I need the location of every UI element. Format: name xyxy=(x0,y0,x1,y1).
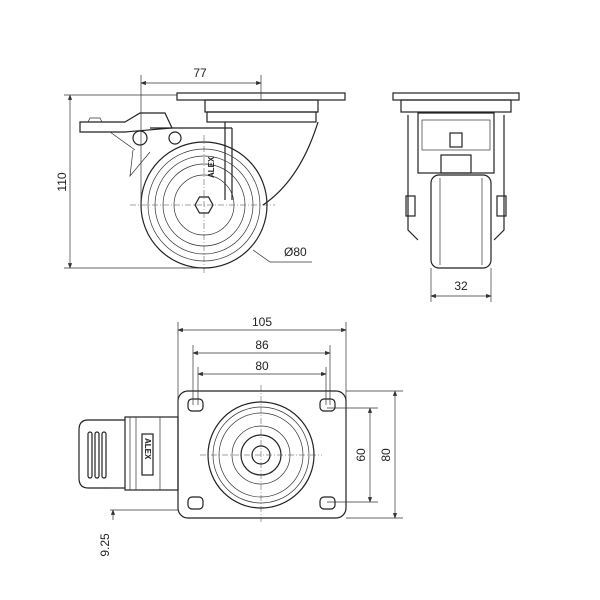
mounting-holes xyxy=(187,398,336,510)
dim-label: 32 xyxy=(454,279,468,293)
dim-label: 9.25 xyxy=(98,533,112,557)
dimension-9-25: 9.25 xyxy=(98,487,178,557)
dimension-60: 60 xyxy=(327,407,378,503)
wheel-side xyxy=(130,135,275,275)
dimension-105: 105 xyxy=(177,315,347,440)
dimension-80-vertical: 80 xyxy=(346,390,403,519)
logo-text: ALEX xyxy=(207,156,216,178)
dim-label: 60 xyxy=(354,448,368,462)
top-view: ALEX 105 86 80 60 80 9.25 xyxy=(78,315,403,557)
side-view: ALEX 77 110 Ø80 xyxy=(55,66,346,275)
logo-text: ALEX xyxy=(143,438,152,460)
axle-nut xyxy=(496,195,507,217)
dim-label: Ø80 xyxy=(284,245,307,259)
dim-label: 105 xyxy=(252,315,272,329)
axle-nut xyxy=(405,195,416,217)
dim-label: 80 xyxy=(379,448,393,462)
front-view: 32 xyxy=(392,92,520,302)
dimension-diameter: Ø80 xyxy=(252,245,312,263)
dim-label: 110 xyxy=(55,172,69,191)
dimension-86: 86 xyxy=(192,338,331,405)
dimension-77: 77 xyxy=(140,66,262,205)
wheel-front xyxy=(430,174,492,269)
dimension-80-horizontal: 80 xyxy=(197,359,327,405)
dimension-32: 32 xyxy=(430,268,492,302)
dim-label: 77 xyxy=(193,66,207,80)
brake-pedal: ALEX xyxy=(78,416,179,491)
dim-label: 80 xyxy=(255,359,269,373)
dim-label: 86 xyxy=(255,338,269,352)
brake-lever xyxy=(79,112,182,178)
dimension-110: 110 xyxy=(55,94,204,269)
